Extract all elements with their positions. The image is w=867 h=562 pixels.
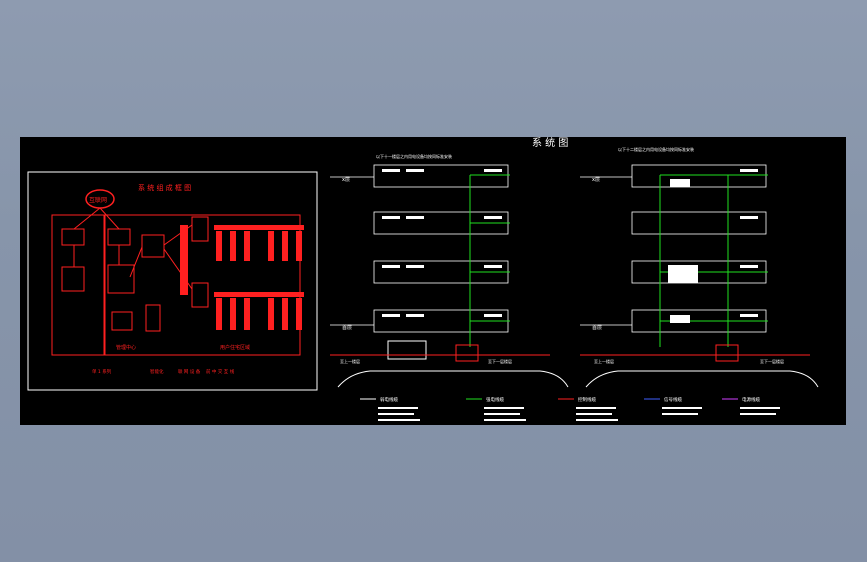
notes-a: 以下十一楼层之内用电设备均按同标准安装	[376, 153, 452, 159]
svg-text:强电线缆: 强电线缆	[486, 396, 504, 403]
main-box-a	[455, 344, 479, 362]
left-legend: 单 1 系列 智能化 联 网 设 备 前 中 交 互 线	[92, 368, 235, 375]
ground-curve-a	[337, 370, 569, 388]
floor-top-label-a: x层	[342, 177, 350, 183]
ground-curve-b	[585, 370, 819, 388]
main-label-a: 至下一层楼层	[488, 358, 512, 364]
devices-b	[668, 169, 758, 323]
main-box-b	[715, 344, 739, 362]
svg-text:前 中 交 互 线: 前 中 交 互 线	[206, 368, 235, 375]
cloud-label: 互联网	[89, 196, 107, 204]
left-panel-title: 系 统 组 成 框 图	[138, 183, 191, 192]
svg-text:弱电线缆: 弱电线缆	[380, 396, 398, 403]
svg-text:电源线缆: 电源线缆	[742, 396, 760, 403]
svg-text:信号线缆: 信号线缆	[664, 396, 682, 403]
red-terminal-grid	[180, 225, 304, 330]
svg-text:智能化: 智能化	[150, 368, 164, 375]
svg-text:控制线缆: 控制线缆	[578, 396, 596, 403]
system-diagram-title: 系 统 图	[532, 137, 568, 149]
legend-notes	[378, 407, 780, 421]
svg-text:单 1 系列: 单 1 系列	[92, 368, 112, 375]
floor-low-label-b: 首层	[592, 324, 602, 331]
cable-legend: 弱电线缆 强电线缆 控制线缆 信号线缆 电源线缆	[360, 396, 760, 403]
devices-a	[382, 169, 502, 317]
svg-text:联 网 设 备: 联 网 设 备	[178, 368, 201, 375]
left-frame	[27, 171, 318, 391]
red-block-diagram	[51, 207, 301, 356]
main-label-b: 至下一层楼层	[760, 358, 784, 364]
floor-top-label-b: x层	[592, 177, 600, 183]
cad-drawing: 系 统 组 成 框 图 互联网 管理中心 用户住宅区域 单 1 系列	[27, 137, 819, 421]
riser-label-a: 至上一楼层	[340, 358, 360, 364]
floor-panels-a	[330, 164, 509, 333]
floor-low-label-a: 首层	[342, 324, 352, 331]
riser-label-b: 至上一楼层	[594, 358, 614, 364]
field-label: 用户住宅区域	[220, 344, 250, 351]
notes-b: 以下十二楼层之内用电设备均按同标准安装	[618, 146, 694, 152]
drawing-sheet: 系 统 组 成 框 图 互联网 管理中心 用户住宅区域 单 1 系列	[20, 137, 846, 425]
floor-panels-b	[580, 164, 767, 333]
riser-a	[469, 174, 510, 347]
cabinet-a	[387, 340, 427, 360]
center-label: 管理中心	[116, 344, 136, 351]
